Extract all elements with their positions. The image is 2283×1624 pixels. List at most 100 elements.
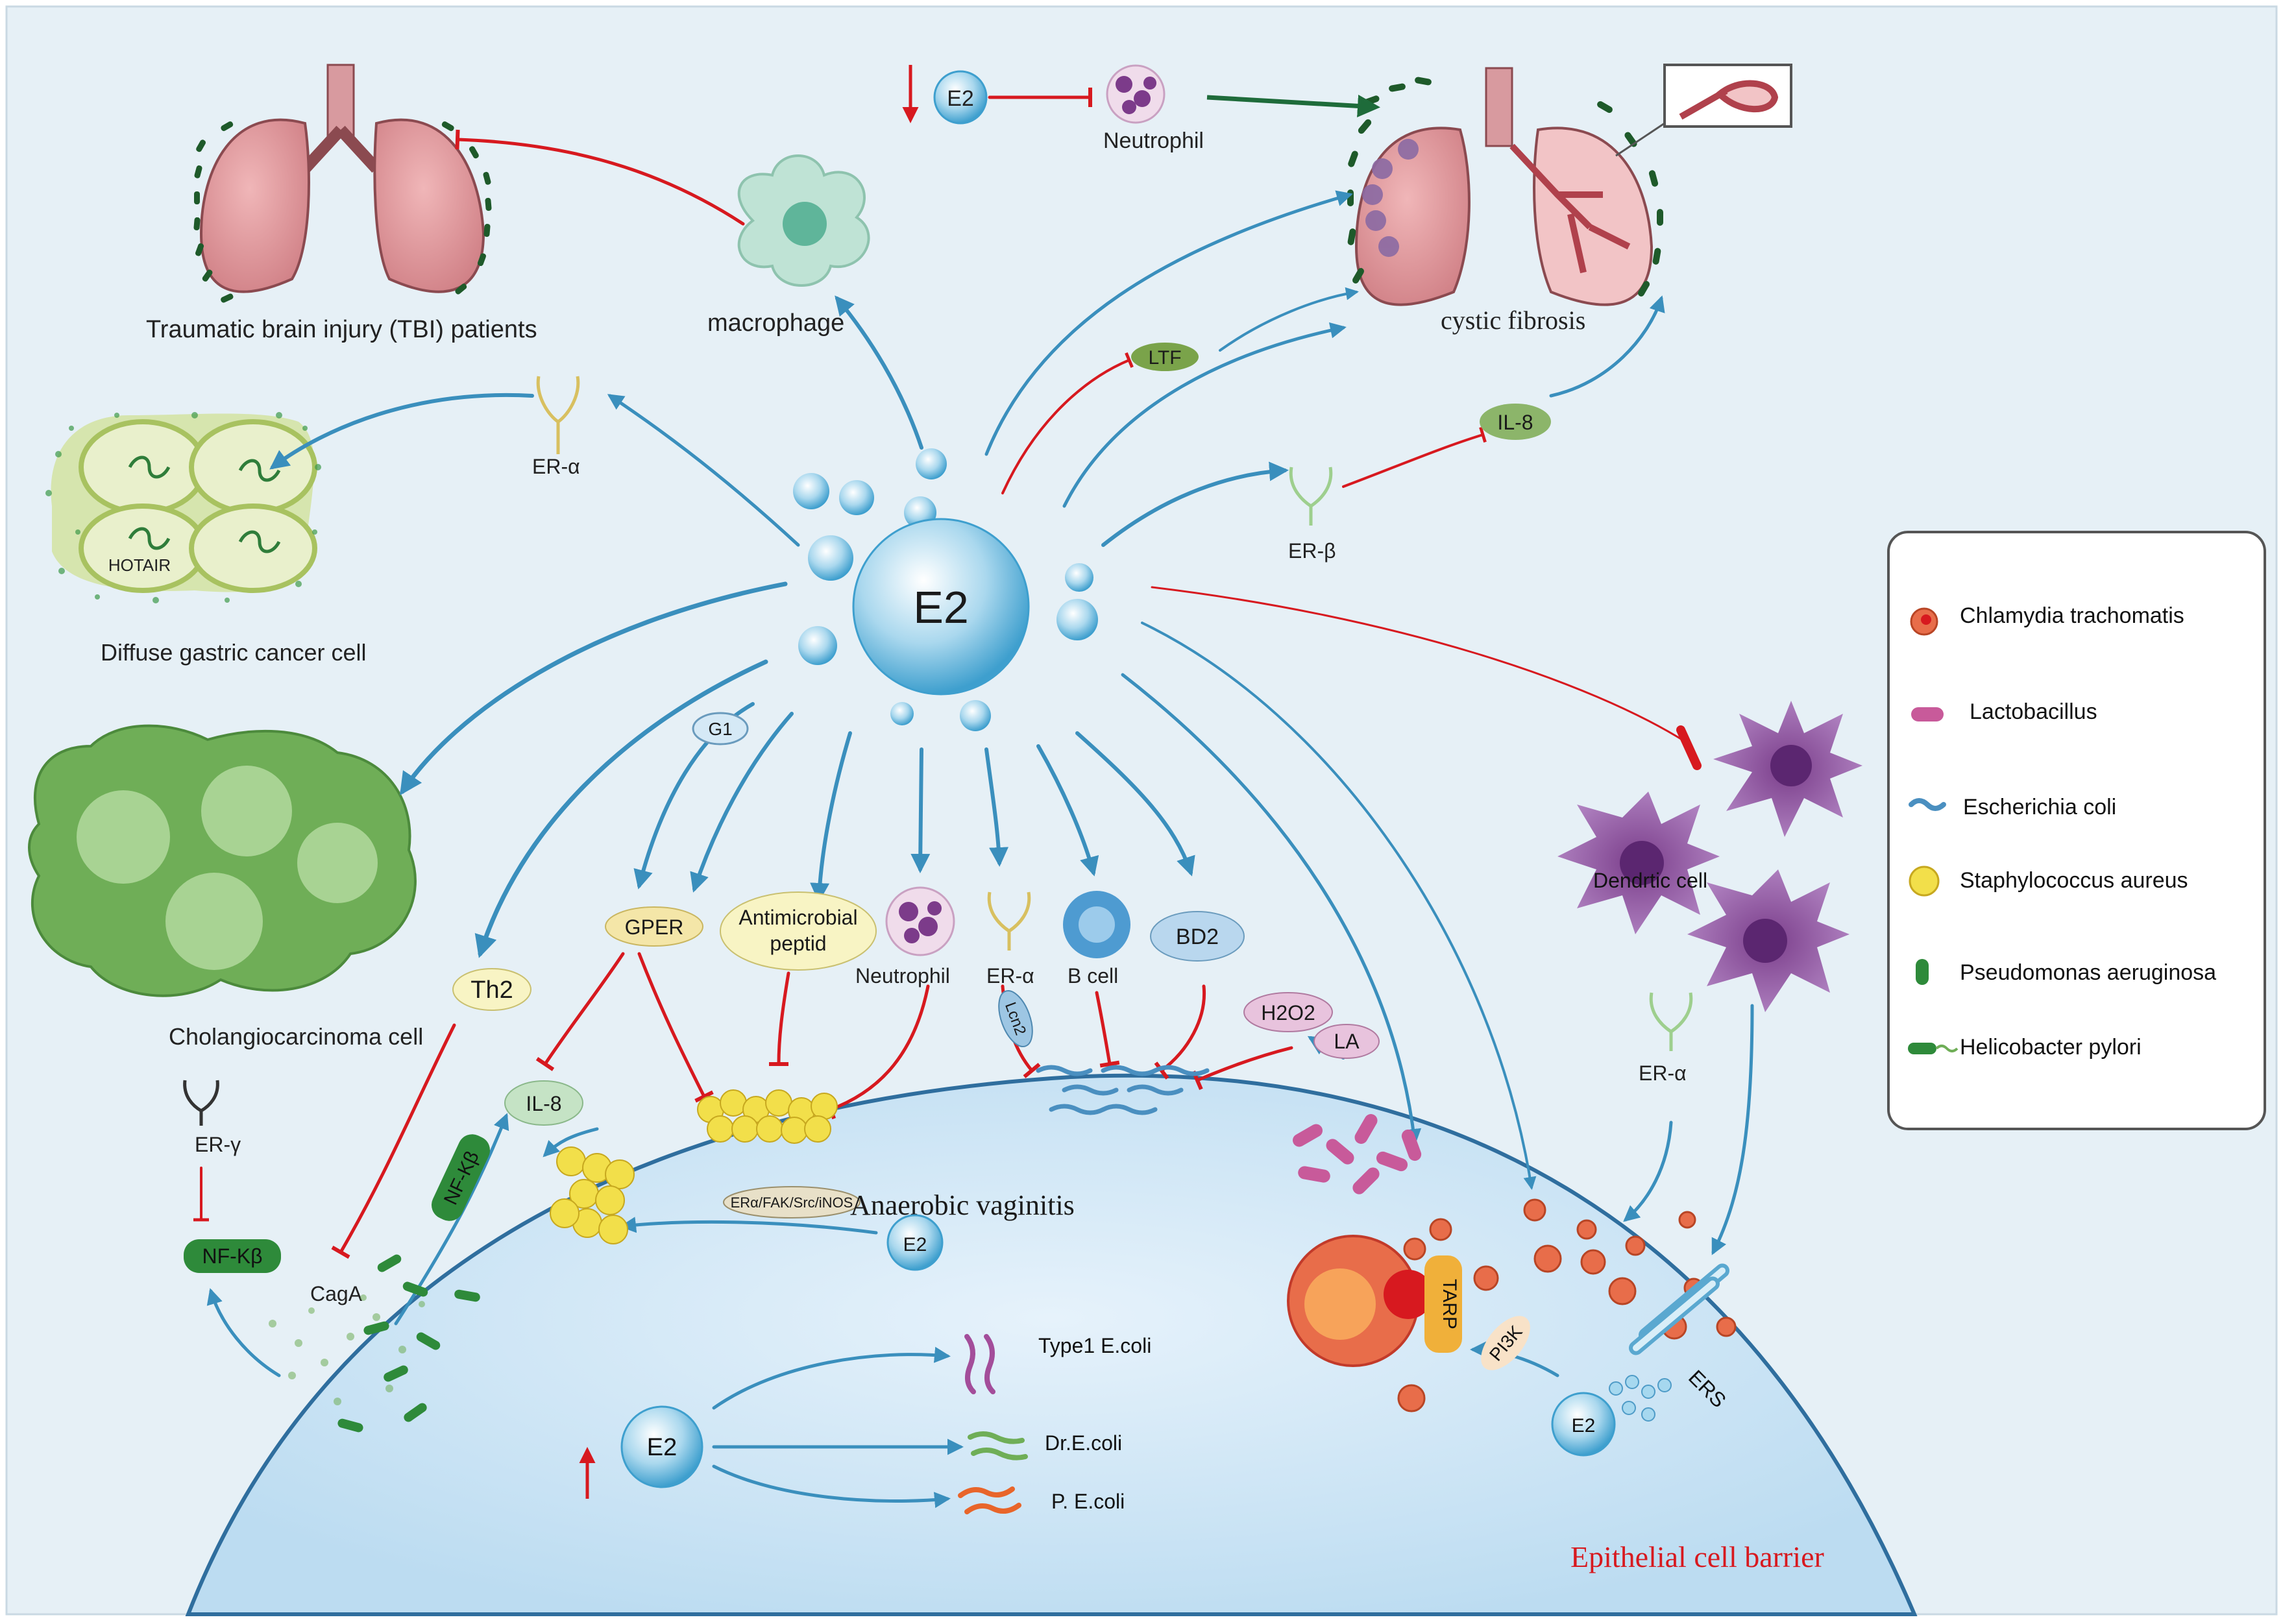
bd2-node <box>1150 911 1245 962</box>
epithelial-cell-barrier-label: Epithelial cell barrier <box>1570 1540 1824 1573</box>
arrow-e2-macrophage <box>835 295 923 450</box>
er-alpha-top-receptor-icon <box>536 376 580 454</box>
g1-node <box>692 712 749 745</box>
arrow-e2-neutrophil-mid <box>910 747 931 873</box>
arrow-er-alpha-gastric <box>269 393 534 470</box>
e2-center-label: E2 <box>913 582 969 633</box>
arrow-e2-gper-2 <box>690 712 794 893</box>
arrow-il8-cystic <box>1549 295 1665 398</box>
neutrophil-mid-label: Neutrophil <box>855 964 950 988</box>
inhibit-gper-il8 <box>535 952 625 1071</box>
g1-label: G1 <box>708 719 732 739</box>
chlamydia-inclusion-icon <box>1287 1235 1433 1367</box>
staph-cluster-lower <box>550 1146 635 1244</box>
inhibit-h2o2-ecoli <box>1191 1046 1293 1090</box>
legend-label-ecoli: Escherichia coli <box>1963 795 2116 819</box>
legend-pseudomonas-icon <box>1916 959 1929 985</box>
er-alpha-right-receptor-icon <box>1649 992 1693 1051</box>
th2-node <box>452 968 531 1011</box>
e2-center-bubble <box>852 518 1030 696</box>
arrow-er-alpha-right-chlamydia <box>1623 1121 1673 1222</box>
h2o2-label: H2O2 <box>1261 1001 1315 1024</box>
legend-label-pseudomonas: Pseudomonas aeruginosa <box>1960 960 2216 985</box>
legend-label-chlamydia: Chlamydia trachomatis <box>1960 603 2184 628</box>
gastric-cancer-label: Diffuse gastric cancer cell <box>101 639 367 666</box>
p-ecoli-icon <box>958 1486 1021 1514</box>
macrophage-icon <box>737 154 870 287</box>
arrow-e2-er-alpha-top <box>607 394 800 547</box>
inhibit-dendritic-tbar <box>1676 725 1702 770</box>
staph-cluster-upper <box>697 1089 838 1144</box>
bcell-label: B cell <box>1068 964 1118 988</box>
neutrophil-top-label: Neutrophil <box>1103 128 1204 153</box>
er-alpha-top-label: ER-α <box>532 455 580 478</box>
macrophage-label: macrophage <box>707 309 844 337</box>
pathway-label: ERα/FAK/Src/iNOS <box>731 1194 853 1211</box>
dendritic-cells <box>1557 701 1862 1012</box>
pi3k-node <box>1481 1316 1530 1370</box>
inhibit-e2-dendritic-line <box>1151 586 1689 744</box>
il8-top-label: IL-8 <box>1497 411 1533 434</box>
arrow-e2-chlamydia <box>1141 622 1537 1190</box>
type1-ecoli-label: Type1 E.coli <box>1038 1334 1151 1357</box>
ers-channel <box>1629 1263 1729 1355</box>
lactobacillus-cluster <box>1293 1114 1422 1194</box>
e2-anaerobic-label: E2 <box>903 1234 927 1255</box>
nfkb-tilted-node: NF-Kβ <box>431 1134 491 1221</box>
neutrophil-mid-icon <box>885 886 955 956</box>
ltf-node <box>1131 343 1199 371</box>
inhibit-bd2-ecoli <box>1154 984 1206 1080</box>
legend-chlamydia-icon <box>1910 607 1938 636</box>
arrow-il8-mid <box>543 1127 599 1157</box>
amp-line1: Antimicrobial <box>739 906 857 929</box>
p-ecoli-label: P. E.coli <box>1051 1490 1125 1513</box>
er-gamma-receptor-icon <box>183 1080 219 1126</box>
th2-label: Th2 <box>470 976 513 1004</box>
legend-label-staph: Staphylococcus aureus <box>1960 868 2188 893</box>
bcell-icon <box>1063 891 1130 958</box>
lcn2-node <box>998 990 1033 1047</box>
arrow-e2-cystic <box>984 190 1353 456</box>
er-alpha-mid-receptor-icon <box>987 891 1031 951</box>
dr-ecoli-label: Dr.E.coli <box>1045 1431 1122 1455</box>
inhibit-macrophage-tbi <box>455 129 745 226</box>
type1-ecoli-icon <box>964 1334 995 1394</box>
il8-top-node <box>1480 404 1551 440</box>
arrow-e2-bcell <box>1036 744 1099 877</box>
tbi-label: Traumatic brain injury (TBI) patients <box>146 316 537 343</box>
tarp-label: TARP <box>1439 1279 1460 1329</box>
arrow-e2-th2 <box>474 659 768 958</box>
amp-line2: peptid <box>770 932 826 955</box>
pathway-node <box>723 1186 861 1218</box>
arrow-e2-bd2 <box>1075 731 1195 877</box>
legend-lactobacillus-icon <box>1911 707 1944 721</box>
dendritic-label: Dendrtic cell <box>1593 869 1707 892</box>
e2-bubble-top <box>933 70 988 125</box>
e2-right-beads <box>1609 1375 1672 1422</box>
cystic-fibrosis-label: cystic fibrosis <box>1441 306 1585 335</box>
tbi-lungs <box>193 64 492 303</box>
ecoli-membrane-cluster <box>1036 1065 1210 1115</box>
arrow-hpylori-nfkb <box>206 1288 281 1377</box>
caga-label: CagA <box>310 1282 363 1305</box>
arrow-e2-er-beta <box>1101 461 1289 547</box>
h2o2-node <box>1243 992 1333 1032</box>
arrow-neutrophil-cystic <box>1206 94 1380 117</box>
arrow-ltf-cystic <box>1219 287 1359 352</box>
inhibit-neutrophil-staph <box>825 984 930 1120</box>
inhibit-th2-caga <box>331 1023 456 1259</box>
ltf-label: LTF <box>1148 347 1181 369</box>
inhibit-er-beta-il8 <box>1342 426 1487 488</box>
anaerobic-vaginitis-label: Anaerobic vaginitis <box>850 1189 1075 1221</box>
cholangiocarcinoma-cells <box>28 724 417 997</box>
legend-box <box>1887 531 2266 1130</box>
inhibit-bcell-ecoli <box>1095 991 1120 1068</box>
gper-label: GPER <box>625 915 684 939</box>
bd2-label: BD2 <box>1176 925 1219 949</box>
legend-hpylori-icon <box>1908 1043 1959 1054</box>
e2-right-label: E2 <box>1572 1415 1596 1436</box>
antimicrobial-peptid-node <box>720 891 877 971</box>
cf-lungs <box>1347 64 1792 306</box>
er-alpha-mid-label: ER-α <box>986 964 1034 988</box>
e2-bottom-bubble <box>620 1405 703 1488</box>
